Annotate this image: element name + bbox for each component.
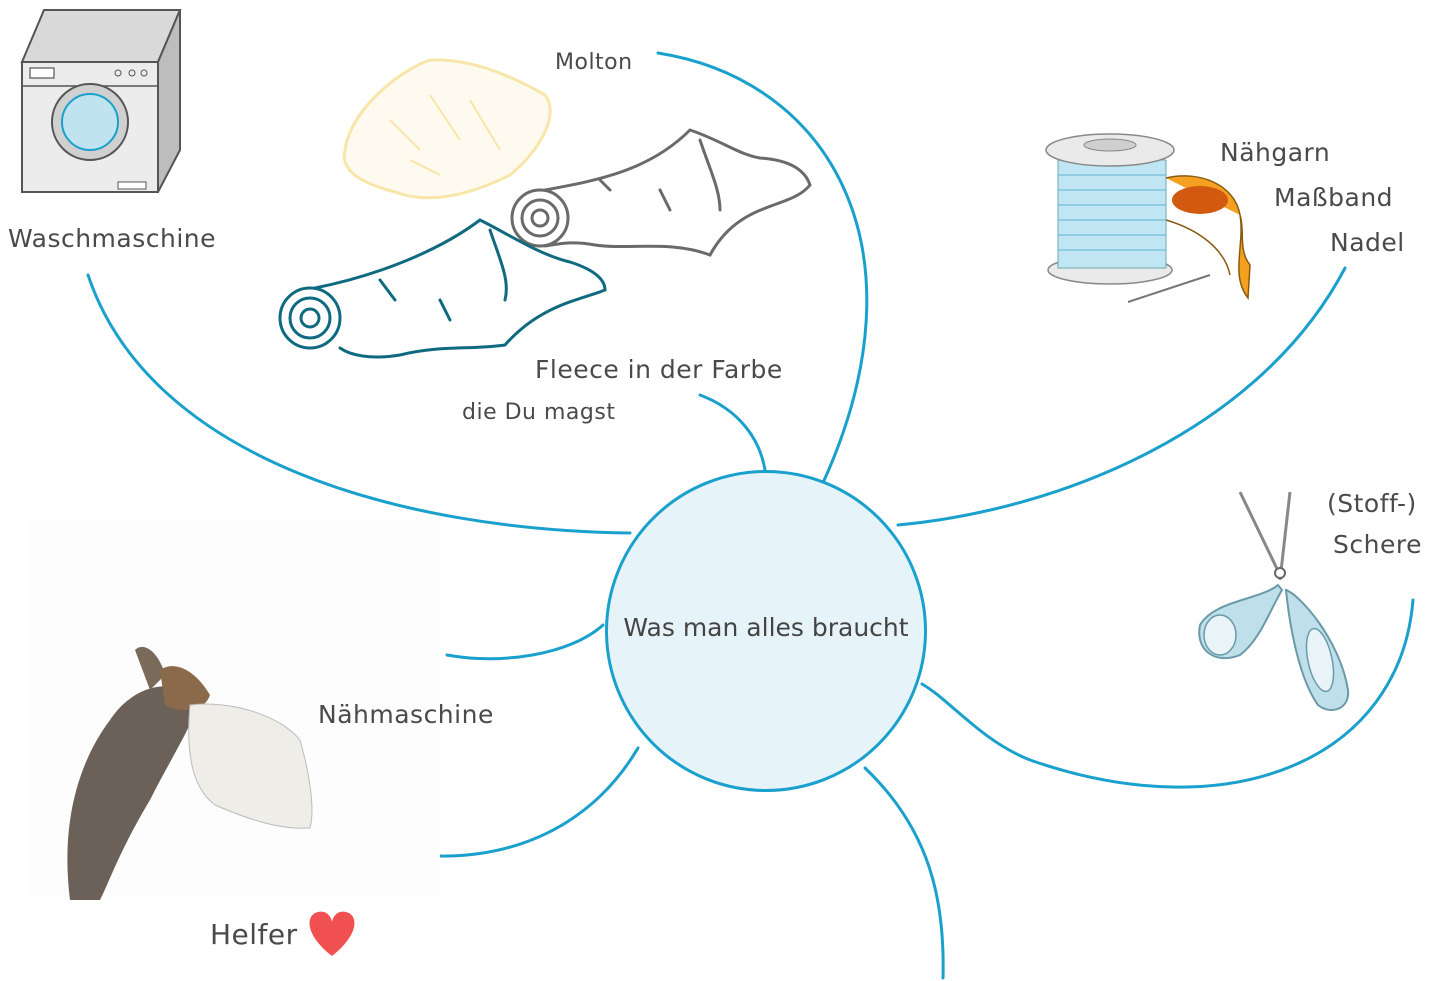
branch-line-naehgarn: [896, 266, 1347, 527]
thread-spool-icon: [1045, 133, 1175, 285]
label-schere-line1: (Stoff-): [1327, 489, 1417, 518]
label-waschmaschine: Waschmaschine: [8, 224, 217, 253]
scissors-icon: [1198, 491, 1350, 711]
fabric-rolls-icon: [278, 128, 812, 359]
branch-line-fleece: [698, 393, 767, 472]
label-naehgarn: Nähgarn: [1220, 138, 1331, 167]
washing-machine-icon: [20, 9, 182, 193]
label-fleece-line2: die Du magst: [462, 400, 616, 425]
needle-icon: [1127, 274, 1211, 303]
branch-line-bottom: [863, 766, 945, 980]
branch-line-waschmaschine: [86, 273, 632, 535]
center-node: [605, 470, 927, 792]
label-molton: Molton: [555, 50, 633, 75]
label-fleece-line1: Fleece in der Farbe: [535, 355, 783, 384]
branch-lines: [86, 51, 1415, 980]
label-helfer: Helfer: [210, 918, 298, 951]
label-massband: Maßband: [1274, 183, 1394, 212]
rabbit-photo: [30, 520, 440, 900]
branch-line-naehmaschine: [445, 623, 605, 661]
heart-icon: [309, 911, 355, 956]
label-naehmaschine: Nähmaschine: [318, 700, 494, 729]
branch-line-molton: [656, 51, 869, 487]
branch-line-schere: [920, 598, 1415, 789]
molton-cloth-icon: [342, 58, 552, 200]
center-title: Was man alles braucht: [623, 613, 909, 642]
label-nadel: Nadel: [1330, 228, 1405, 257]
label-schere-line2: Schere: [1333, 530, 1422, 559]
measuring-tape-icon: [1165, 175, 1251, 301]
